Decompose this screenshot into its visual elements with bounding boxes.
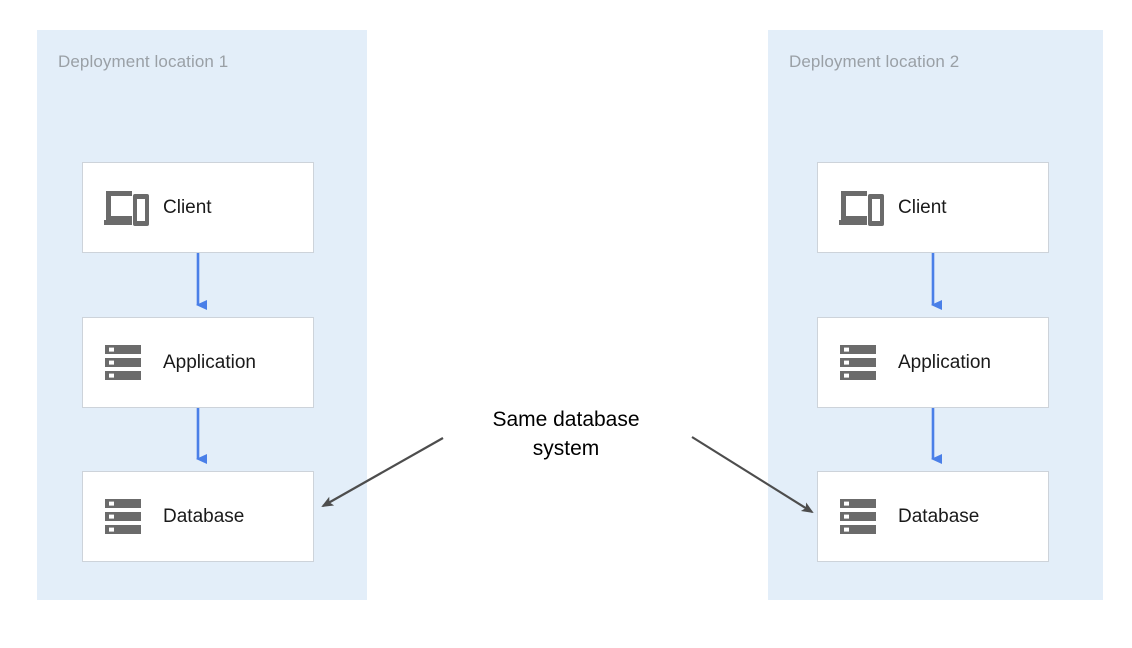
node-client-1-label: Client <box>163 196 212 218</box>
server-icon <box>840 498 876 534</box>
node-application-1-label: Application <box>163 351 256 373</box>
zone-1-label: Deployment location 1 <box>58 52 229 71</box>
node-database-2-label: Database <box>898 505 980 527</box>
node-client-2[interactable]: Client <box>817 162 1049 253</box>
node-application-1[interactable]: Application <box>82 317 314 408</box>
annotation-line-1: Same database <box>492 408 640 431</box>
node-database-2[interactable]: Database <box>817 471 1049 562</box>
annotation-line-2: system <box>532 437 600 460</box>
zone-2-label: Deployment location 2 <box>789 52 960 71</box>
devices-icon <box>839 190 884 226</box>
server-icon <box>105 344 141 380</box>
server-icon <box>105 498 141 534</box>
devices-icon <box>104 190 149 226</box>
node-client-2-label: Client <box>898 196 947 218</box>
node-application-2-label: Application <box>898 351 991 373</box>
node-database-1-label: Database <box>163 505 245 527</box>
server-icon <box>840 344 876 380</box>
node-database-1[interactable]: Database <box>82 471 314 562</box>
annotation-same-database-system: Same database system <box>446 405 686 463</box>
node-client-1[interactable]: Client <box>82 162 314 253</box>
node-application-2[interactable]: Application <box>817 317 1049 408</box>
